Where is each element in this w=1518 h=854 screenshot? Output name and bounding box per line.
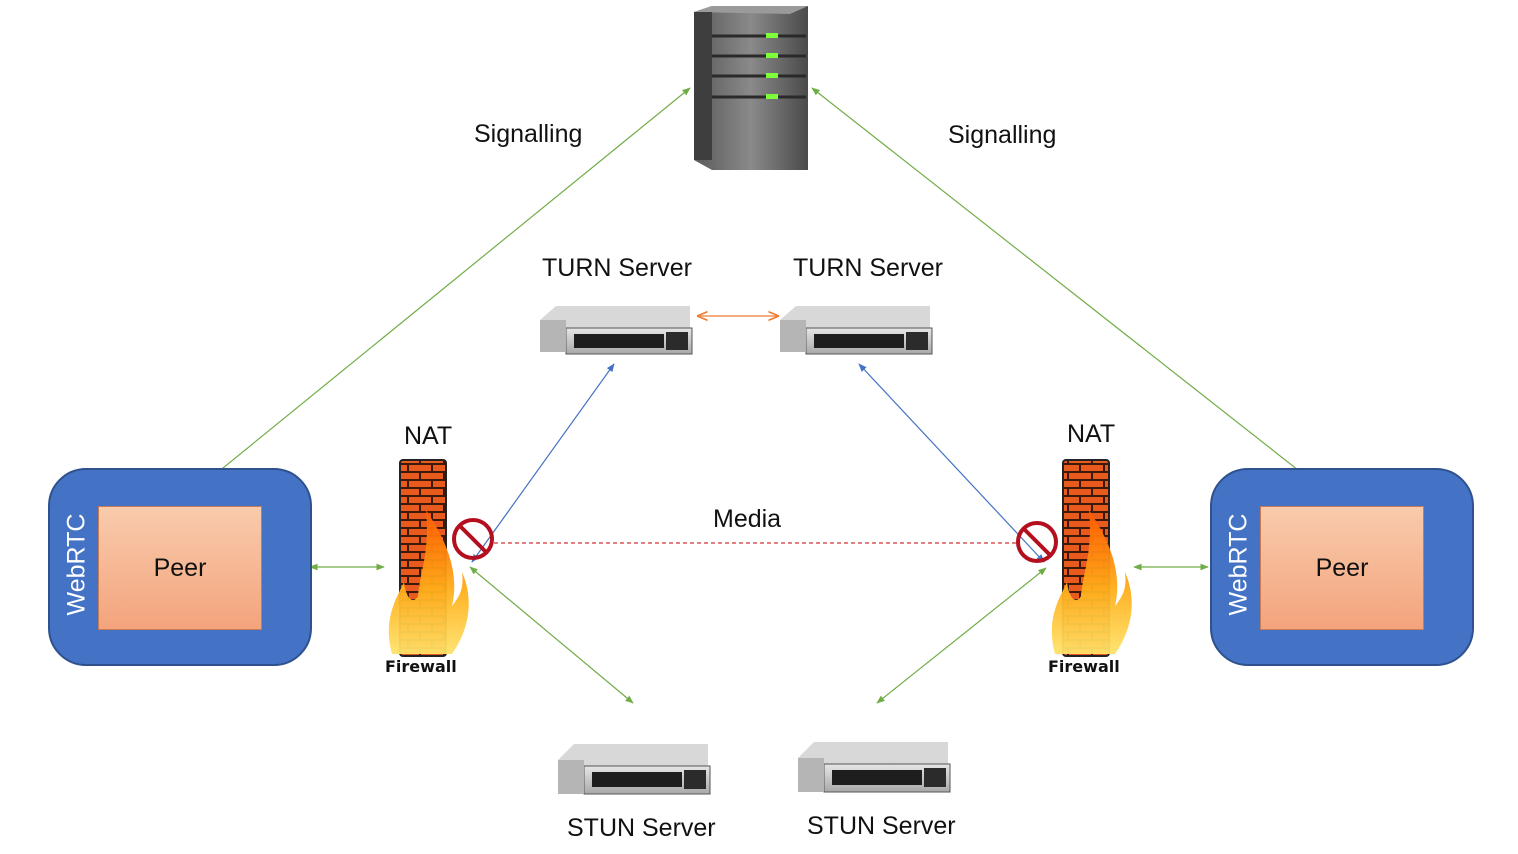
turn-server-left-icon (540, 306, 693, 355)
signalling-line-left (179, 87, 691, 504)
firewall-left-icon (388, 459, 469, 657)
peer-left[interactable]: Peer (98, 506, 262, 630)
firewall-right-icon (1051, 459, 1132, 657)
stun-server-left-icon (558, 744, 711, 795)
peer-right[interactable]: Peer (1260, 506, 1424, 630)
turn-relay-link-left (471, 363, 615, 563)
blocked-icon-left (452, 518, 494, 560)
peer-left-label: Peer (153, 553, 207, 582)
signalling-label-right: Signalling (948, 121, 1057, 149)
webrtc-label-left: WebRTC (62, 513, 91, 616)
nat-right-label: NAT (1067, 420, 1116, 448)
turn-server-right-icon (780, 306, 933, 355)
webrtc-container-left: WebRTC Peer (48, 468, 312, 666)
stun-server-right-label: STUN Server (807, 812, 956, 840)
stun-server-right-icon (798, 742, 951, 793)
peer-right-label: Peer (1315, 553, 1369, 582)
blocked-icon-right (1016, 521, 1058, 563)
turn-server-right-label: TURN Server (793, 254, 944, 282)
signalling-line-right (811, 87, 1341, 504)
webrtc-label-right: WebRTC (1224, 513, 1253, 616)
webrtc-container-right: WebRTC Peer (1210, 468, 1474, 666)
nat-left-label: NAT (404, 422, 453, 450)
media-label: Media (713, 505, 782, 533)
firewall-left-label: Firewall (385, 657, 457, 676)
stun-link-left (469, 566, 634, 704)
stun-link-right (876, 567, 1047, 704)
turn-server-left-label: TURN Server (542, 254, 693, 282)
turn-relay-link-right (858, 363, 1045, 563)
stun-server-left-label: STUN Server (567, 814, 716, 842)
firewall-right-label: Firewall (1048, 657, 1120, 676)
signalling-label-left: Signalling (474, 120, 583, 148)
signalling-server-icon (694, 6, 808, 170)
